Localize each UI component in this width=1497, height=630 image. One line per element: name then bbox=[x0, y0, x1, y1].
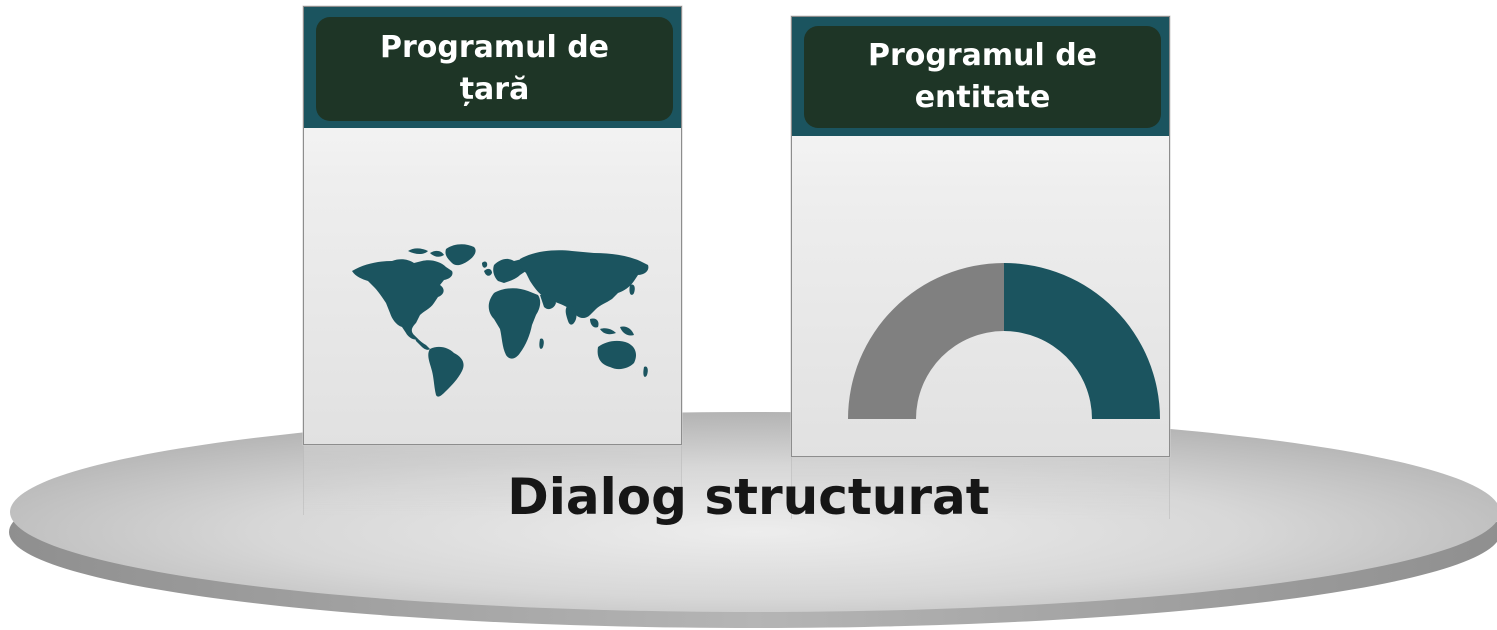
country-program-card: Programul de țară bbox=[303, 6, 682, 445]
half-gauge-icon bbox=[848, 263, 1160, 419]
card-title: Programul de entitate bbox=[867, 38, 1098, 115]
card-title-box: Programul de entitate bbox=[804, 26, 1161, 128]
platform-label: Dialog structurat bbox=[507, 468, 990, 526]
gauge-grey-segment bbox=[848, 263, 1004, 419]
world-map-icon bbox=[352, 244, 649, 397]
gauge-teal-segment bbox=[1004, 263, 1160, 419]
entity-program-card: Programul de entitate bbox=[791, 16, 1170, 457]
left-card-reflection bbox=[303, 445, 682, 515]
card-header: Programul de entitate bbox=[792, 17, 1169, 136]
right-card-reflection bbox=[791, 457, 1170, 519]
card-header: Programul de țară bbox=[304, 7, 681, 128]
card-title-box: Programul de țară bbox=[316, 17, 673, 121]
card-title: Programul de țară bbox=[379, 30, 610, 107]
